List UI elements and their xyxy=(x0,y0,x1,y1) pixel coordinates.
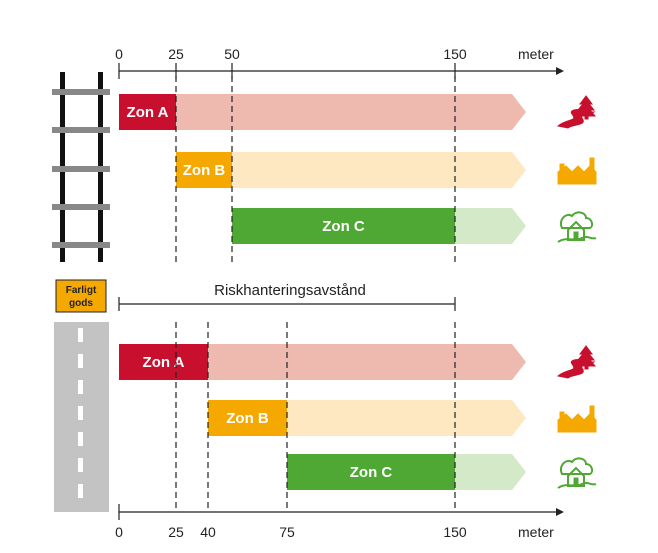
road xyxy=(54,322,109,512)
zone-extent-arrow xyxy=(119,344,526,380)
zone-label: Zon B xyxy=(183,162,226,179)
factory-icon xyxy=(557,405,597,433)
scale-tick-label: 75 xyxy=(279,524,295,540)
scale-tick-label: 0 xyxy=(115,524,123,540)
scale-tick-label: 50 xyxy=(224,46,240,62)
scale-tick-label: 150 xyxy=(443,46,467,62)
scale-tick-label: 150 xyxy=(443,524,467,540)
badge-line1: Farligt xyxy=(66,285,97,296)
zone-box xyxy=(119,344,208,380)
rail-zones: Zon A Zon B Zon C xyxy=(119,94,597,244)
rail-sleeper xyxy=(52,127,110,133)
zone-label: Zon A xyxy=(127,104,169,121)
road-dash xyxy=(78,328,83,342)
dangerous-goods-badge: Farligt gods xyxy=(55,279,107,313)
top-scale: 0 25 50 150 meter xyxy=(115,46,564,79)
zone-label: Zon B xyxy=(226,410,269,427)
factory-icon xyxy=(557,157,597,185)
scale-tick-label: 25 xyxy=(168,46,184,62)
road-zones: Zon A Zon B Zon C xyxy=(119,344,597,490)
scale-tick-label: 0 xyxy=(115,46,123,62)
rail-sleeper xyxy=(52,166,110,172)
zone-extent-arrow xyxy=(176,152,526,188)
road-dash xyxy=(78,380,83,394)
rail-dashes xyxy=(175,76,456,262)
top-scale-unit: meter xyxy=(518,46,554,62)
road-dash xyxy=(78,484,83,498)
house-icon xyxy=(557,211,597,243)
zone-extent-arrow xyxy=(119,94,526,130)
bottom-scale: 0 25 40 75 150 meter xyxy=(115,504,564,540)
scale-tick-label: 25 xyxy=(168,524,184,540)
house-icon xyxy=(557,457,597,489)
rail-sleeper xyxy=(52,204,110,210)
road-dash xyxy=(78,432,83,446)
rail-sleeper xyxy=(52,242,110,248)
zone-box xyxy=(287,454,455,490)
forest-road-icon xyxy=(557,95,596,129)
zone-label: Zon C xyxy=(322,218,365,235)
road-dash xyxy=(78,406,83,420)
road-dash xyxy=(78,354,83,368)
forest-road-icon xyxy=(557,345,596,379)
zone-label: Zon A xyxy=(143,354,185,371)
zone-box xyxy=(119,94,176,130)
rail-sleepers xyxy=(52,89,110,248)
road-dashes xyxy=(175,322,456,508)
scale-tick-label: 40 xyxy=(200,524,216,540)
road-center-line xyxy=(78,328,83,498)
bottom-scale-unit: meter xyxy=(518,524,554,540)
risk-distance-label: Riskhanteringsavstånd xyxy=(214,282,366,299)
badge-line2: gods xyxy=(69,298,93,309)
zone-label: Zon C xyxy=(350,464,393,481)
zone-box xyxy=(208,400,287,436)
railway-track xyxy=(52,72,110,262)
risk-distance-bracket: Riskhanteringsavstånd xyxy=(118,282,456,311)
zone-box xyxy=(176,152,232,188)
road-dash xyxy=(78,458,83,472)
rail-sleeper xyxy=(52,89,110,95)
zone-box xyxy=(232,208,455,244)
